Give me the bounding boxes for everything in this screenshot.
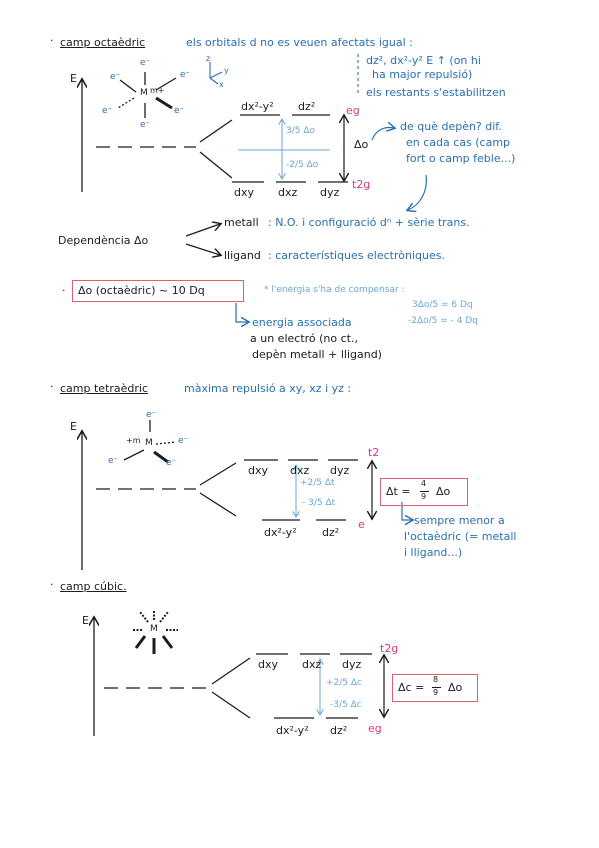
oct-question-3: fort o camp feble...)	[406, 152, 516, 165]
energy-eq-2: -2Δo/5 = - 4 Dq	[408, 316, 478, 326]
oct-heading: camp octaèdric	[60, 36, 146, 49]
cub-orb-dz2: dz²	[330, 724, 348, 737]
tet-note-2: l'octaèdric (= metall	[404, 530, 517, 543]
tet-ligand-right: e⁻	[178, 436, 189, 446]
oct-axis-e: E	[70, 72, 77, 85]
cub-axis-e: E	[82, 614, 89, 627]
energy-assoc-3: depèn metall + lligand)	[252, 348, 382, 361]
dependence-ligand-detail: : característiques electròniques.	[268, 249, 445, 262]
tet-delta-lhs: Δt =	[386, 485, 411, 498]
tet-t2-label: t2	[368, 446, 380, 459]
oct-ligand-bottom: e⁻	[140, 120, 151, 130]
cub-fraction-bar	[432, 687, 441, 688]
oct-note-2: ha major repulsió)	[372, 68, 473, 81]
energy-assoc-2: a un electró (no ct.,	[250, 332, 358, 345]
cub-orb-dyz: dyz	[342, 658, 362, 671]
oct-down-energy: -2/5 Δo	[286, 160, 319, 170]
oct-up-energy: 3/5 Δo	[286, 126, 316, 136]
tet-orb-dz2: dz²	[322, 526, 340, 539]
tet-note-1: sempre menor a	[414, 514, 505, 527]
tet-ligand-top: e⁻	[146, 410, 157, 420]
energy-boxed: Δo (octaèdric) ~ 10 Dq	[78, 284, 205, 297]
oct-orb-dxy: dxy	[234, 186, 255, 199]
oct-orb-dx2y2: dx²-y²	[241, 100, 274, 113]
dependence-metal-detail: : N.O. i configuració dⁿ + sèrie trans.	[268, 216, 470, 229]
oct-ligand-lr: e⁻	[174, 106, 185, 116]
tet-orb-dx2y2: dx²-y²	[264, 526, 297, 539]
cub-orb-dxy: dxy	[258, 658, 279, 671]
oct-ligand-ul: e⁻	[110, 72, 121, 82]
cub-down-energy: -3/5 Δc	[330, 700, 362, 710]
cub-orb-dx2y2: dx²-y²	[276, 724, 309, 737]
energy-box	[72, 280, 244, 302]
oct-ligand-ur: e⁻	[180, 70, 191, 80]
dependence-metal: metall	[224, 216, 259, 229]
oct-note-3: els restants s'estabilitzen	[366, 86, 506, 99]
oct-note-1: dz², dx²-y² E ↑ (on hi	[366, 54, 481, 67]
oct-question-2: en cada cas (camp	[406, 136, 511, 149]
cub-complex-sketch	[132, 610, 178, 654]
cub-delta-lhs: Δc =	[398, 681, 425, 694]
energy-note: * l'energia s'ha de compensar :	[264, 285, 405, 295]
cub-orb-dxz: dxz	[302, 658, 322, 671]
cub-delta-rhs: Δo	[448, 681, 463, 694]
tet-ligand-bottom: e⁻	[166, 458, 177, 468]
cub-heading: camp cúbic.	[60, 580, 127, 593]
oct-question-1: de què depèn? dif.	[400, 120, 502, 133]
oct-axis-z: z	[206, 54, 211, 63]
cub-delta-den: 9	[433, 688, 439, 697]
oct-orb-dyz: dyz	[320, 186, 340, 199]
tet-delta-box	[380, 478, 468, 506]
oct-orb-dz2: dz²	[298, 100, 316, 113]
cub-t2g-label: t2g	[380, 642, 399, 655]
oct-axis-x: x	[219, 80, 224, 89]
tet-orb-dyz: dyz	[330, 464, 350, 477]
oct-eg-label: eg	[346, 104, 360, 117]
oct-t2g-label: t2g	[352, 178, 371, 191]
oct-metal-charge: m+	[150, 86, 165, 95]
cub-eg-label: eg	[368, 722, 382, 735]
tet-delta-num: 4	[421, 479, 427, 488]
tet-delta-rhs: Δo	[436, 485, 451, 498]
tet-orb-dxy: dxy	[248, 464, 269, 477]
tet-delta-den: 9	[421, 492, 427, 501]
tet-subtitle: màxima repulsió a xy, xz i yz :	[184, 382, 352, 395]
energy-eq-1: 3Δo/5 = 6 Dq	[412, 300, 473, 310]
cub-delta-box	[392, 674, 478, 702]
oct-metal: M	[140, 88, 148, 98]
tet-note-3: i lligand...)	[404, 546, 463, 559]
tet-orb-dxz: dxz	[290, 464, 310, 477]
oct-subtitle: els orbitals d no es veuen afectats igua…	[186, 36, 413, 49]
energy-assoc-1: energia associada	[252, 316, 352, 329]
tet-fraction-bar	[420, 491, 429, 492]
oct-complex-sketch	[117, 72, 177, 118]
energy-bullet: ·	[62, 284, 66, 297]
oct-bullet: ·	[50, 34, 54, 47]
oct-xyz-axes	[209, 62, 223, 85]
tet-complex-sketch	[123, 420, 177, 464]
oct-axis-y: y	[224, 66, 229, 75]
cub-bullet: ·	[50, 578, 54, 591]
cub-delta-num: 8	[433, 675, 439, 684]
oct-orb-dxz: dxz	[278, 186, 298, 199]
tet-metal-charge: +m	[126, 436, 141, 445]
tet-ligand-left: e⁻	[108, 456, 119, 466]
tet-e-label: e	[358, 518, 365, 531]
tet-bullet: ·	[50, 380, 54, 393]
tet-axis-e: E	[70, 420, 77, 433]
tet-down-energy: - 3/5 Δt	[302, 498, 336, 508]
oct-ligand-top: e⁻	[140, 58, 151, 68]
tet-heading: camp tetraèdric	[60, 382, 149, 395]
oct-ligand-ll: e⁻	[102, 106, 113, 116]
dependence-ligand: lligand	[224, 249, 261, 262]
tet-up-energy: +2/5 Δt	[300, 478, 335, 488]
tet-metal: M	[145, 438, 153, 448]
cub-metal: M	[150, 624, 158, 634]
dependence-label: Dependència Δo	[58, 234, 149, 247]
oct-delta: Δo	[354, 138, 369, 151]
cub-up-energy: +2/5 Δc	[326, 678, 362, 688]
